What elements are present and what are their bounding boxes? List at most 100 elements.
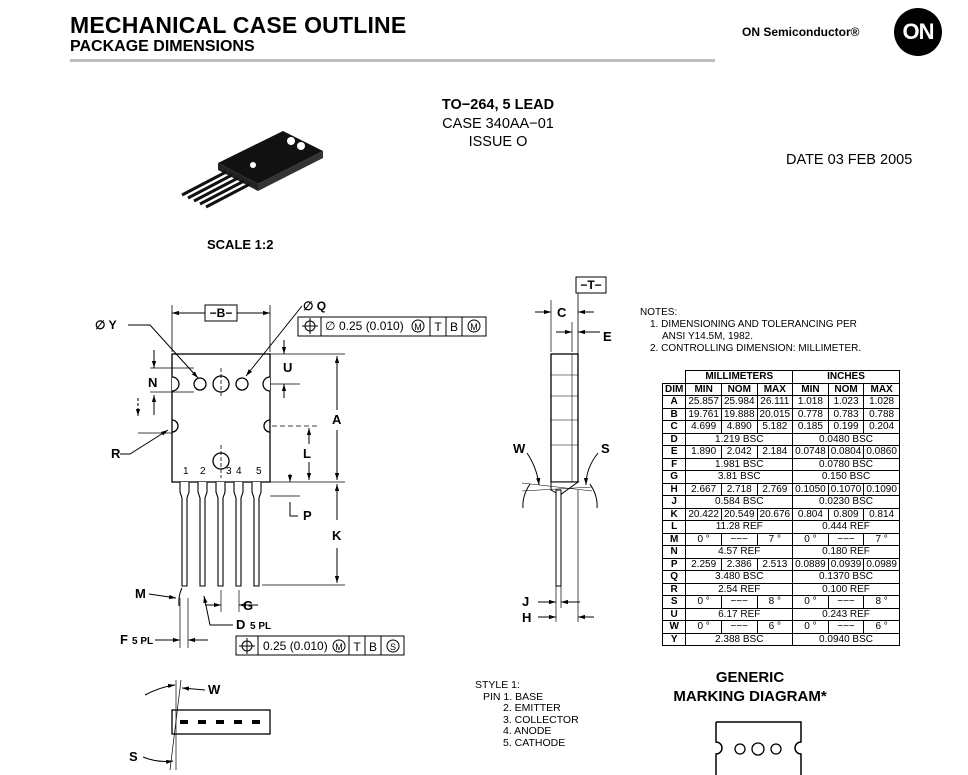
- table-cell: 1.028: [863, 395, 900, 409]
- front-view: [171, 353, 271, 483]
- leads: [179, 482, 262, 587]
- table-cell: 1.219 BSC: [685, 432, 794, 446]
- table-header: NOM: [720, 382, 758, 396]
- style-heading: STYLE 1:: [475, 679, 520, 691]
- table-cell: 1.890: [685, 445, 722, 459]
- table-cell: 5.182: [756, 420, 794, 434]
- svg-text:S: S: [129, 749, 138, 764]
- table-cell: 2.388 BSC: [685, 632, 794, 646]
- table-cell: 1.981 BSC: [685, 457, 794, 471]
- table-cell: 7 °: [863, 532, 900, 546]
- dim-letter: R: [661, 582, 687, 596]
- scale-label: SCALE 1:2: [207, 237, 274, 252]
- table-cell: 0.204: [863, 420, 900, 434]
- table-cell: 0 °: [685, 620, 722, 634]
- svg-text:S: S: [601, 441, 610, 456]
- datum-b: −B−: [210, 306, 233, 320]
- svg-text:N: N: [148, 375, 157, 390]
- svg-text:∅: ∅: [325, 319, 335, 333]
- svg-text:A: A: [332, 412, 342, 427]
- svg-text:5 PL: 5 PL: [250, 621, 271, 632]
- marking-diagram-sketch: [715, 721, 802, 775]
- label-q: ∅ Q: [303, 299, 326, 313]
- svg-text:B: B: [369, 640, 377, 654]
- svg-text:0.25 (0.010): 0.25 (0.010): [339, 319, 404, 333]
- pin-label: 1: [183, 466, 189, 477]
- svg-text:E: E: [603, 329, 612, 344]
- table-cell: 3.81 BSC: [685, 470, 794, 484]
- table-cell: 0.150 BSC: [792, 470, 900, 484]
- table-group-inches: INCHES: [792, 370, 900, 384]
- table-cell: 4.890: [720, 420, 758, 434]
- table-cell: 7 °: [756, 532, 794, 546]
- table-cell: 0.180 REF: [792, 545, 900, 559]
- table-cell: 0.804: [792, 507, 829, 521]
- note-item: 2. CONTROLLING DIMENSION: MILLIMETER.: [650, 343, 862, 354]
- svg-text:C: C: [557, 305, 567, 320]
- table-cell: 0 °: [685, 595, 722, 609]
- table-cell: 2.513: [756, 557, 794, 571]
- header-rule: [70, 59, 715, 62]
- table-cell: 0.185: [792, 420, 829, 434]
- svg-text:B: B: [450, 320, 458, 334]
- table-cell: −−−: [720, 620, 758, 634]
- table-cell: 0.809: [827, 507, 865, 521]
- fcf-top: ∅ 0.25 (0.010) M T B M: [297, 316, 487, 337]
- table-cell: 0.0780 BSC: [792, 457, 900, 471]
- table-header: DIM: [661, 382, 687, 396]
- svg-text:K: K: [332, 528, 342, 543]
- note-item: 1. DIMENSIONING AND TOLERANCING PER: [650, 319, 857, 330]
- package-name: TO−264, 5 LEAD: [441, 97, 555, 113]
- table-cell: 4.699: [685, 420, 722, 434]
- svg-text:W: W: [208, 682, 221, 697]
- svg-text:F: F: [120, 632, 128, 647]
- table-cell: −−−: [827, 595, 865, 609]
- dim-letter: A: [661, 395, 687, 409]
- table-cell: 6 °: [756, 620, 794, 634]
- table-cell: 0.1090: [863, 482, 900, 496]
- svg-text:M: M: [135, 586, 146, 601]
- table-cell: 2.718: [720, 482, 758, 496]
- pin-label: 2: [200, 466, 206, 477]
- dim-letter: G: [661, 470, 687, 484]
- pin-label: 3: [226, 466, 232, 477]
- table-cell: 2.386: [720, 557, 758, 571]
- side-view: −T−: [550, 276, 607, 587]
- table-cell: −−−: [720, 595, 758, 609]
- svg-text:−T−: −T−: [580, 278, 601, 292]
- dim-letter: C: [661, 420, 687, 434]
- svg-text:H: H: [522, 610, 531, 625]
- dim-letter: Q: [661, 570, 687, 584]
- table-cell: 0.0230 BSC: [792, 495, 900, 509]
- table-cell: 0 °: [685, 532, 722, 546]
- table-cell: 26.111: [756, 395, 794, 409]
- pin-style-list: STYLE 1: PIN 1. BASE 2. EMITTER 3. COLLE…: [475, 679, 579, 750]
- style-item: 3. COLLECTOR: [503, 713, 579, 726]
- package-issue: ISSUE O: [468, 134, 528, 150]
- table-header: NOM: [827, 382, 865, 396]
- table-cell: 0.0748: [792, 445, 829, 459]
- table-cell: 25.857: [685, 395, 722, 409]
- svg-text:T: T: [353, 640, 361, 654]
- table-cell: 0.444 REF: [792, 520, 900, 534]
- dim-letter: N: [661, 545, 687, 559]
- notes: NOTES: 1. DIMENSIONING AND TOLERANCING P…: [640, 307, 861, 355]
- svg-text:J: J: [522, 594, 529, 609]
- svg-text:P: P: [303, 508, 312, 523]
- table-cell: 20.676: [756, 507, 794, 521]
- svg-text:T: T: [434, 320, 442, 334]
- svg-text:M: M: [335, 642, 343, 652]
- table-cell: 25.984: [720, 395, 758, 409]
